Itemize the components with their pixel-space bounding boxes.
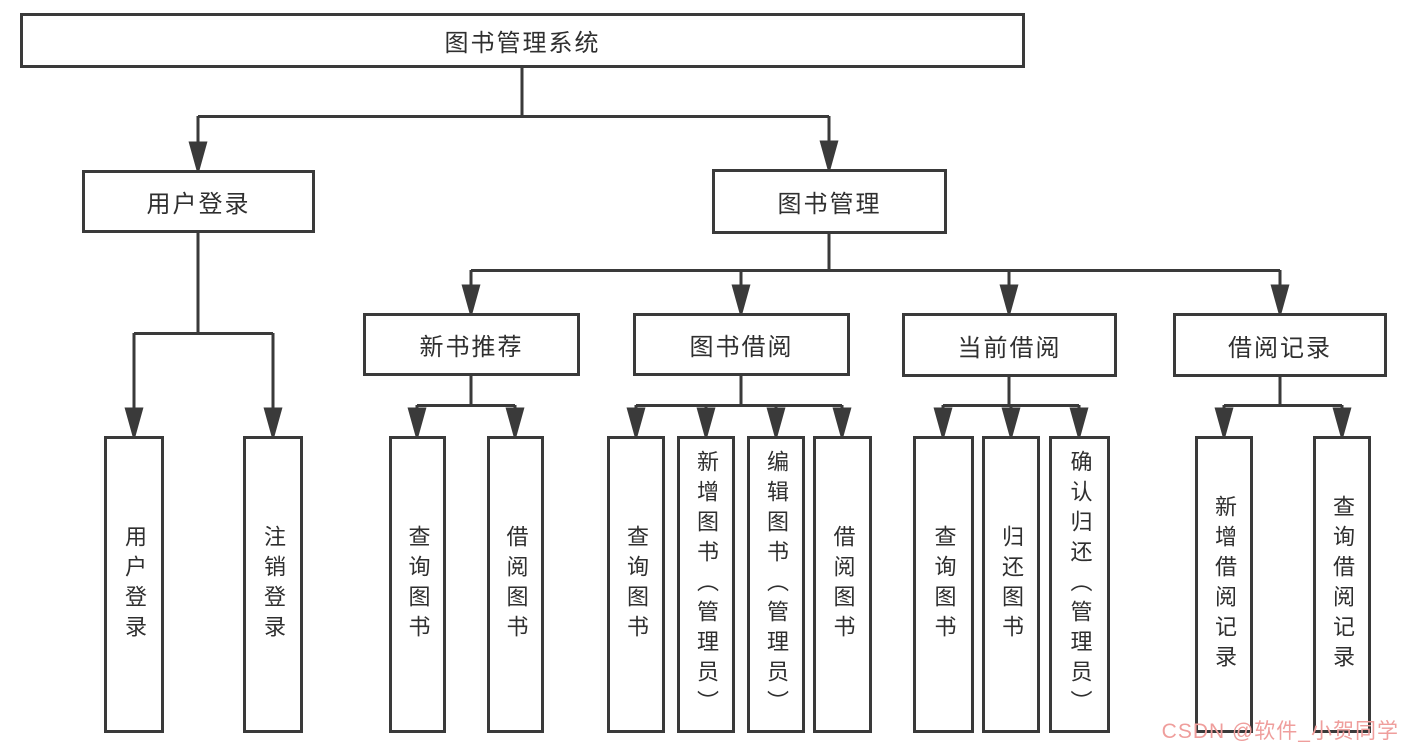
node-root-library-management-system: 图书管理系统 bbox=[20, 13, 1025, 68]
node-book-management: 图书管理 bbox=[712, 169, 947, 234]
leaf-confirm-return-admin: 确认归还（管理员） bbox=[1049, 436, 1110, 733]
leaf-query-books-recommend: 查询图书 bbox=[389, 436, 446, 733]
node-label: 用户登录 bbox=[122, 524, 147, 645]
node-label: 新增借阅记录 bbox=[1212, 494, 1237, 675]
leaf-query-books-current: 查询图书 bbox=[913, 436, 974, 733]
leaf-logout: 注销登录 bbox=[243, 436, 303, 733]
leaf-return-book: 归还图书 bbox=[982, 436, 1040, 733]
leaf-query-borrow-record: 查询借阅记录 bbox=[1313, 436, 1371, 733]
leaf-edit-book-admin: 编辑图书（管理员） bbox=[747, 436, 805, 733]
node-book-borrowing: 图书借阅 bbox=[633, 313, 850, 376]
node-current-borrowing: 当前借阅 bbox=[902, 313, 1117, 377]
node-label: 注销登录 bbox=[261, 524, 286, 645]
node-label: 借阅记录 bbox=[1228, 334, 1332, 362]
node-label: 图书管理系统 bbox=[444, 30, 601, 57]
node-new-book-recommendation: 新书推荐 bbox=[363, 313, 580, 376]
node-user-login: 用户登录 bbox=[82, 170, 315, 233]
leaf-borrow-books-recommend: 借阅图书 bbox=[487, 436, 544, 733]
csdn-watermark: CSDN @软件_小贺同学 bbox=[1161, 720, 1399, 743]
leaf-query-books-borrow: 查询图书 bbox=[607, 436, 665, 733]
node-label: 借阅图书 bbox=[830, 524, 856, 645]
node-label: 确认归还（管理员） bbox=[1067, 449, 1093, 720]
leaf-borrow-books: 借阅图书 bbox=[813, 436, 872, 733]
node-borrowing-records: 借阅记录 bbox=[1173, 313, 1387, 377]
node-label: 图书借阅 bbox=[689, 334, 794, 361]
node-label: 归还图书 bbox=[999, 524, 1024, 645]
node-label: 新书推荐 bbox=[419, 334, 524, 361]
node-label: 查询图书 bbox=[624, 524, 649, 645]
node-label: 编辑图书（管理员） bbox=[764, 449, 789, 720]
leaf-add-book-admin: 新增图书（管理员） bbox=[677, 436, 735, 733]
node-label: 当前借阅 bbox=[957, 334, 1062, 362]
node-label: 借阅图书 bbox=[503, 524, 529, 645]
leaf-user-login: 用户登录 bbox=[104, 436, 164, 733]
node-label: 查询图书 bbox=[405, 524, 431, 645]
node-label: 查询借阅记录 bbox=[1330, 494, 1355, 675]
node-label: 查询图书 bbox=[931, 524, 957, 645]
node-label: 图书管理 bbox=[777, 191, 882, 218]
node-label: 新增图书（管理员） bbox=[694, 449, 719, 720]
node-label: 用户登录 bbox=[146, 191, 251, 218]
leaf-add-borrow-record: 新增借阅记录 bbox=[1195, 436, 1253, 733]
